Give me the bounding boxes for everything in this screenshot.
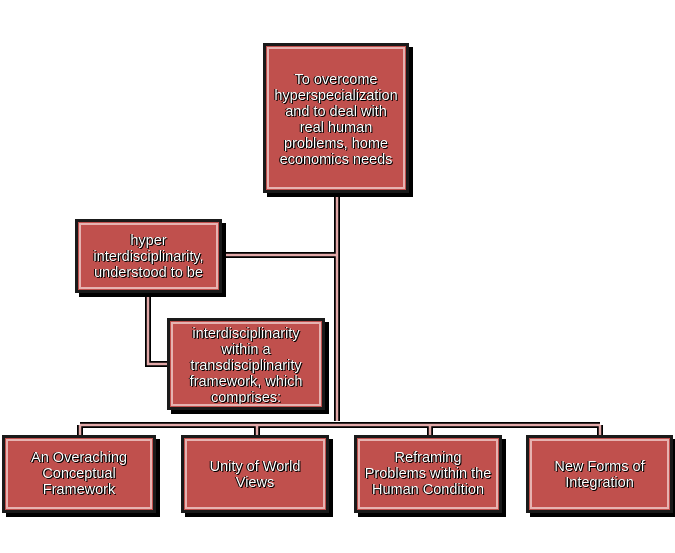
root-node: To overcome hyperspecialization and to d… bbox=[263, 43, 409, 193]
leaf-node-framework-label: An Overaching Conceptual Framework bbox=[31, 450, 127, 498]
leaf-node-world-views-label: Unity of World Views bbox=[209, 459, 301, 491]
middle-node-label: hyper interdisciplinarity, understood to… bbox=[93, 233, 204, 281]
leaf-node-world-views: Unity of World Views bbox=[181, 435, 329, 513]
middle-node: hyper interdisciplinarity, understood to… bbox=[75, 219, 222, 293]
leaf-node-framework: An Overaching Conceptual Framework bbox=[2, 435, 156, 513]
inner-node: interdisciplinarity within a transdiscip… bbox=[167, 318, 325, 410]
root-node-label: To overcome hyperspecialization and to d… bbox=[274, 72, 398, 168]
leaf-node-reframing-label: Reframing Problems within the Human Cond… bbox=[364, 450, 492, 498]
leaf-node-integration-label: New Forms of Integration bbox=[554, 459, 645, 491]
leaf-node-reframing: Reframing Problems within the Human Cond… bbox=[354, 435, 502, 513]
leaf-node-integration: New Forms of Integration bbox=[526, 435, 673, 513]
inner-node-label: interdisciplinarity within a transdiscip… bbox=[189, 326, 303, 406]
